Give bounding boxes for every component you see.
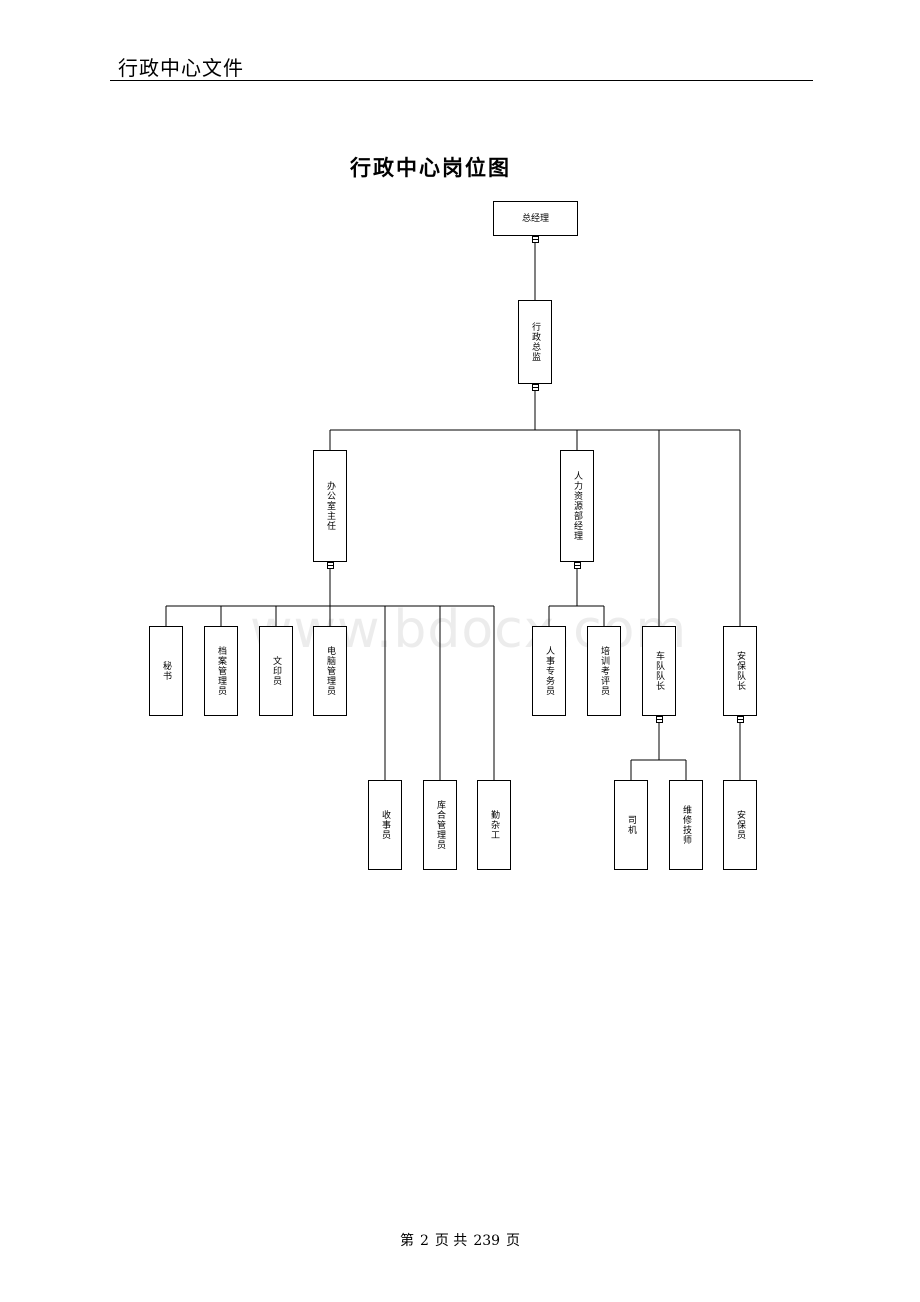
org-node-label: 安保员 (735, 810, 745, 840)
org-node-hr-clerk: 人事专务员 (532, 626, 566, 716)
footer-page-number: 2 (419, 1233, 429, 1249)
org-node-label: 办公室主任 (325, 481, 335, 531)
org-node-security-guard: 安保员 (723, 780, 757, 870)
footer-prefix: 第 (399, 1233, 414, 1249)
org-node-label: 秘书 (161, 661, 171, 681)
connector-handle-icon (327, 562, 334, 569)
org-node-clerk: 收事员 (368, 780, 402, 870)
org-node-label: 车队队长 (654, 651, 664, 691)
org-node-secretary: 秘书 (149, 626, 183, 716)
connector-handle-icon (656, 716, 663, 723)
header-rule (110, 80, 813, 81)
org-node-label: 收事员 (380, 810, 390, 840)
org-node-label: 档案管理员 (216, 646, 226, 696)
org-node-general-manager: 总经理 (493, 201, 578, 236)
connector-handle-icon (532, 236, 539, 243)
org-node-label: 司机 (626, 815, 636, 835)
org-node-label: 勤杂工 (489, 810, 499, 840)
org-node-driver: 司机 (614, 780, 648, 870)
footer-mid: 页 共 (434, 1233, 468, 1249)
org-node-training-clerk: 培训考评员 (587, 626, 621, 716)
org-node-warehouse-admin: 库合管理员 (423, 780, 457, 870)
org-node-label: 人力资源部经理 (572, 471, 582, 541)
org-node-label: 文印员 (271, 656, 281, 686)
connector-handle-icon (574, 562, 581, 569)
org-node-security-lead: 安保队长 (723, 626, 757, 716)
org-node-office-head: 办公室主任 (313, 450, 347, 562)
connector-handle-icon (737, 716, 744, 723)
footer-page-total: 239 (473, 1233, 501, 1249)
org-node-label: 电脑管理员 (325, 646, 335, 696)
footer-suffix: 页 (506, 1233, 521, 1249)
org-node-fleet-lead: 车队队长 (642, 626, 676, 716)
connector-handle-icon (532, 384, 539, 391)
org-node-label: 行政总监 (530, 322, 540, 362)
org-node-handyman: 勤杂工 (477, 780, 511, 870)
header-title: 行政中心文件 (118, 56, 244, 80)
org-node-label: 安保队长 (735, 651, 745, 691)
org-node-label: 总经理 (521, 213, 549, 224)
org-node-hr-manager: 人力资源部经理 (560, 450, 594, 562)
org-node-mechanic: 维修技师 (669, 780, 703, 870)
org-node-admin-director: 行政总监 (518, 300, 552, 384)
org-node-typist: 文印员 (259, 626, 293, 716)
org-node-label: 培训考评员 (599, 646, 609, 696)
org-node-label: 库合管理员 (435, 800, 445, 850)
chart-title: 行政中心岗位图 (350, 156, 511, 180)
org-node-it-admin: 电脑管理员 (313, 626, 347, 716)
org-node-label: 人事专务员 (544, 646, 554, 696)
org-node-label: 维修技师 (681, 805, 691, 845)
org-node-archive-admin: 档案管理员 (204, 626, 238, 716)
